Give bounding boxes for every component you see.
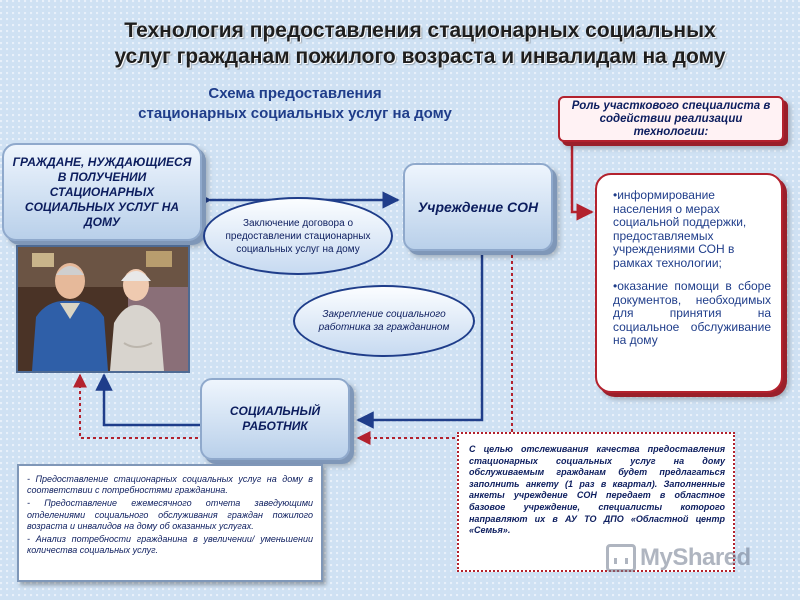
title-line-1: Технология предоставления стационарных с… xyxy=(124,19,716,42)
activity-item: - Анализ потребности гражданина в увелич… xyxy=(27,534,313,556)
contract-ellipse: Заключение договора о предоставлении ста… xyxy=(203,197,393,275)
connector-worker-citizens xyxy=(95,373,200,427)
institution-son-box: Учреждение СОН xyxy=(403,163,553,251)
social-worker-box: СОЦИАЛЬНЫЙ РАБОТНИК xyxy=(200,378,350,460)
scheme-subtitle: Схема предоставления стационарных социал… xyxy=(100,84,490,124)
subtitle-line-2: стационарных социальных услуг на дому xyxy=(138,105,452,122)
quality-monitoring-note: С целью отслеживания качества предоставл… xyxy=(457,432,735,572)
slide-title: Технология предоставления стационарных с… xyxy=(70,18,770,70)
connector-institution-worker xyxy=(356,255,484,429)
connector-role-info xyxy=(570,144,594,221)
activity-item: - Предоставление стационарных социальных… xyxy=(27,474,313,496)
watermark: MyShared xyxy=(606,538,751,578)
elderly-couple-photo xyxy=(16,245,190,373)
subtitle-line-1: Схема предоставления xyxy=(208,85,382,102)
worker-activities-note: - Предоставление стационарных социальных… xyxy=(17,464,323,582)
duty-item-informing: •информирование населения о мерах социал… xyxy=(613,188,747,270)
activity-item: - Предоставление ежемесячного отчета зав… xyxy=(27,498,313,531)
district-specialist-role-box: Роль участкового специалиста в содействи… xyxy=(558,96,784,142)
duty-item-document-help: •оказание помощи в сборе документов, нео… xyxy=(613,279,771,347)
watermark-text: MyShared xyxy=(640,544,751,571)
citizens-box: ГРАЖДАНЕ, НУЖДАЮЩИЕСЯ В ПОЛУЧЕНИИ СТАЦИО… xyxy=(2,143,202,241)
specialist-duties-box: •информирование населения о мерах социал… xyxy=(595,173,783,393)
title-line-2: услуг гражданам пожилого возраста и инва… xyxy=(114,45,726,68)
elderly-couple-illustration xyxy=(18,247,188,371)
worker-assignment-ellipse: Закрепление социального работника за гра… xyxy=(293,285,475,357)
presentation-icon xyxy=(606,544,636,572)
connector-dotted-worker-citizens xyxy=(73,373,198,439)
